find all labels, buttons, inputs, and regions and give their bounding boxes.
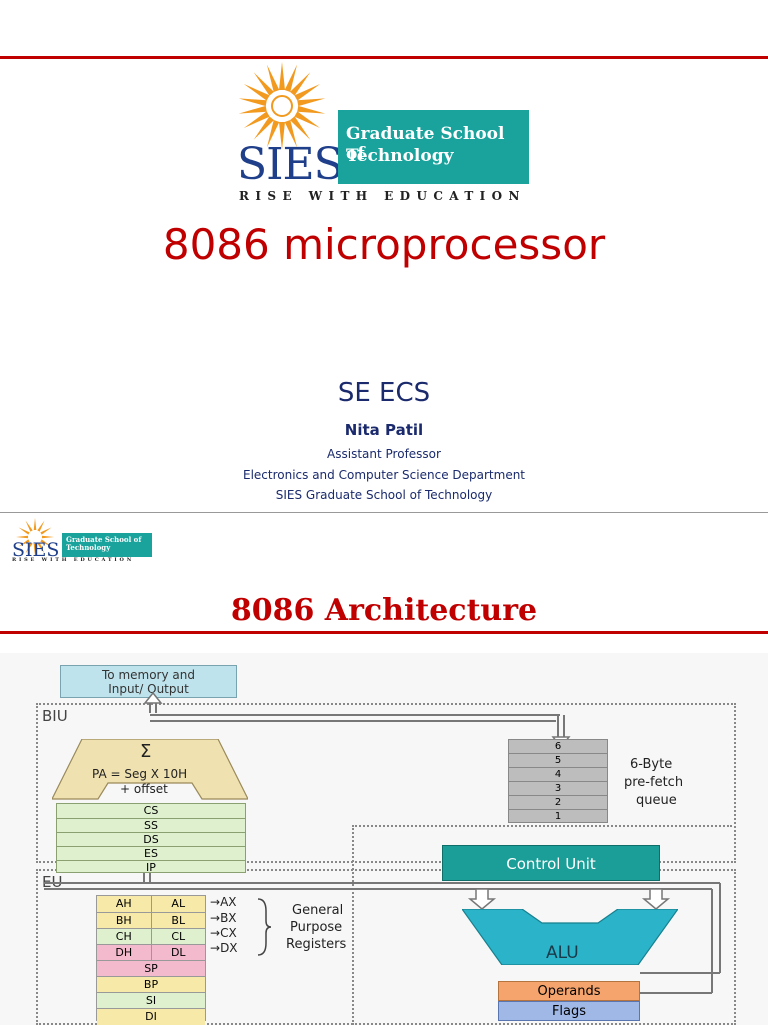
flags-box: Flags: [498, 1001, 640, 1021]
sun-icon: [15, 517, 55, 557]
adder-sigma: Σ: [140, 741, 152, 762]
gp-label-line1: General: [292, 903, 344, 918]
queue-slot-4: 4: [509, 768, 607, 782]
prefetch-queue: 6 5 4 3 2 1: [508, 739, 608, 823]
logo-school-line2-small: Technology: [66, 543, 111, 552]
queue-label-line1: 6-Byte: [630, 757, 673, 772]
adder-shape: [52, 739, 248, 800]
segment-register-es: ES: [57, 847, 245, 861]
alu-label: ALU: [546, 943, 579, 963]
pair-cx-label: CX: [220, 926, 237, 940]
register-ah: AH: [97, 896, 152, 912]
top-divider: [0, 56, 768, 59]
queue-slot-2: 2: [509, 796, 607, 810]
queue-label-line2: pre-fetch: [624, 775, 684, 790]
slide-title: 8086 Architecture: [230, 593, 538, 628]
logo-school-line1-small: Graduate School of: [66, 535, 142, 544]
sun-icon: [238, 62, 326, 150]
pa-formula-line2: + offset: [120, 782, 168, 796]
register-dl: DL: [170, 946, 186, 959]
presentation-title: 8086 microprocessor: [162, 220, 606, 269]
logo-tagline: RISE WITH EDUCATION: [239, 189, 526, 203]
queue-slot-1: 1: [554, 811, 562, 822]
logo-tagline-small: RISE WITH EDUCATION: [12, 557, 135, 563]
biu-region: [36, 703, 736, 863]
biu-label: BIU: [42, 707, 68, 725]
gp-row-ax: AH AL: [97, 896, 205, 913]
logo-brand: SIES: [237, 139, 344, 190]
presenter-name: Nita Patil: [344, 421, 424, 439]
pa-formula-line1: PA = Seg X 10H: [92, 767, 188, 781]
queue-slot-3: 3: [509, 782, 607, 796]
control-region: [352, 825, 732, 1025]
queue-slot-6: 6: [509, 740, 607, 754]
pair-ax-label: AX: [220, 895, 237, 909]
pair-bx: →BX: [210, 911, 237, 925]
course-code: SE ECS: [337, 378, 431, 408]
gp-row-dx: DH DL: [97, 945, 205, 961]
pair-dx-label: DX: [220, 941, 238, 955]
title-divider: [0, 631, 768, 634]
presenter-institution: SIES Graduate School of Technology: [275, 488, 493, 502]
pair-cx: →CX: [210, 926, 237, 940]
register-bh: BH: [97, 913, 152, 928]
gp-register-block: AH AL BH BL CH CL DH DL SP BP SI DI: [96, 895, 206, 1025]
pair-ax: →AX: [210, 895, 237, 909]
logo-brand-small: SIES: [12, 539, 60, 561]
register-al: AL: [171, 897, 186, 910]
control-unit: Control Unit: [442, 845, 660, 881]
title-slide: SIES Graduate School of Technology RISE …: [0, 0, 768, 512]
segment-register-ss: SS: [57, 819, 245, 833]
pair-bx-label: BX: [220, 911, 237, 925]
segment-registers: CS SS DS ES IP: [56, 803, 246, 874]
logo-school-box-small: Graduate School of Technology: [62, 533, 152, 557]
alu-shape: [462, 909, 678, 965]
gp-brace-icon: [257, 898, 272, 956]
register-cl: CL: [171, 930, 186, 943]
gp-label-line2: Purpose: [290, 920, 343, 935]
segment-register-ds: DS: [57, 833, 245, 847]
register-dh: DH: [97, 945, 152, 960]
register-di: DI: [97, 1009, 205, 1025]
pair-dx: →DX: [210, 941, 238, 955]
gp-row-bx: BH BL: [97, 913, 205, 929]
architecture-slide: SIES Graduate School of Technology RISE …: [0, 512, 768, 1025]
register-bp: BP: [97, 977, 205, 993]
register-si: SI: [97, 993, 205, 1009]
memory-io-box: To memory and Input/ Output: [60, 665, 237, 698]
register-ch: CH: [97, 929, 152, 944]
memory-io-line2: Input/ Output: [108, 682, 189, 696]
register-bl: BL: [171, 914, 186, 927]
logo-school-line1: Graduate School of: [346, 124, 505, 164]
logo-school-line2: Technology: [346, 146, 454, 166]
segment-register-cs: CS: [57, 804, 245, 819]
register-sp: SP: [97, 961, 205, 977]
gp-label-line3: Registers: [286, 937, 347, 952]
operands-box: Operands: [498, 981, 640, 1001]
gp-row-cx: CH CL: [97, 929, 205, 945]
logo-school-box: Graduate School of Technology: [338, 110, 529, 184]
presenter-department: Electronics and Computer Science Departm…: [242, 468, 526, 482]
presenter-role: Assistant Professor: [327, 447, 441, 461]
memory-io-line1: To memory and: [102, 668, 195, 682]
segment-register-ip: IP: [146, 861, 156, 874]
architecture-diagram: To memory and Input/ Output BIU EU: [0, 653, 768, 1025]
queue-label-line3: queue: [636, 793, 677, 808]
bus-lines: [44, 691, 721, 994]
queue-slot-5: 5: [509, 754, 607, 768]
